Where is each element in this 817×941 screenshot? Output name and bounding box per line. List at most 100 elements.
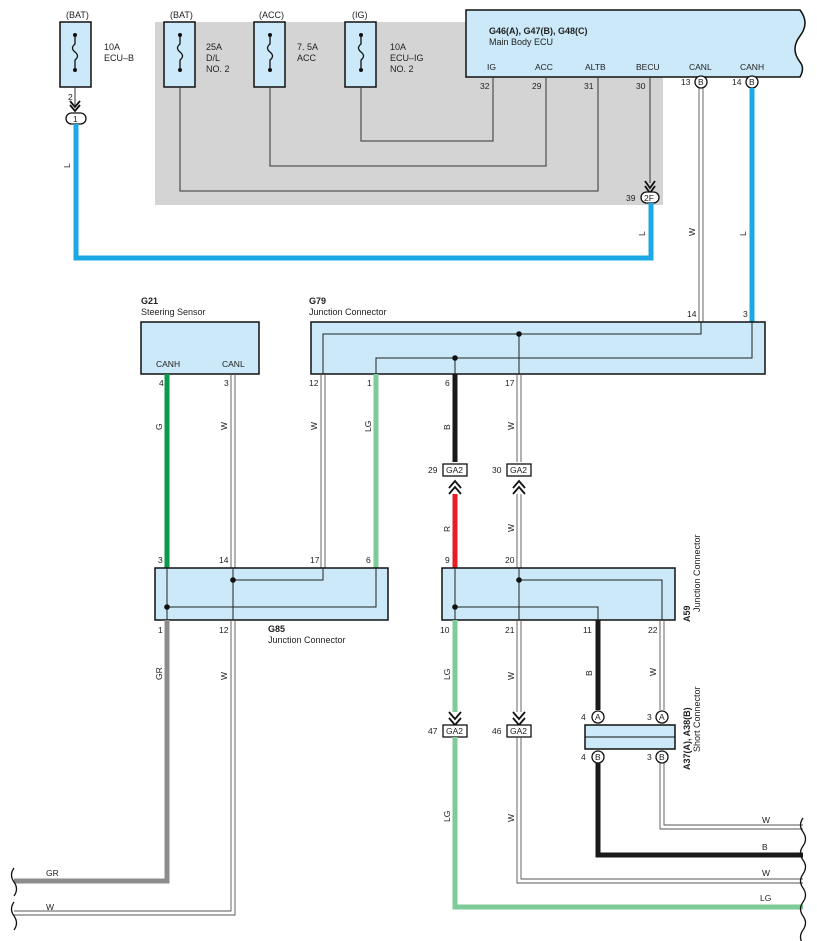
pin-number: 29: [428, 465, 438, 475]
wire-label: L: [62, 163, 72, 168]
exit-label: LG: [760, 893, 771, 903]
pin-number: 12: [219, 625, 229, 635]
component-code: A59: [682, 605, 692, 622]
pin-number: 4: [159, 378, 164, 388]
pin-number: 29: [532, 81, 542, 91]
wire-label: W: [309, 422, 319, 430]
fuse-name: ECU–B: [104, 53, 134, 63]
arrow-icon: [448, 479, 462, 495]
break-marks: [10, 817, 807, 941]
pin-number: 32: [480, 81, 490, 91]
pin-number: 47: [428, 726, 438, 736]
wire-short-b-black: [595, 763, 803, 858]
component-code: G79: [309, 296, 326, 306]
arrow-icon: [448, 711, 462, 727]
component-code: G21: [141, 296, 158, 306]
component-name: Junction Connector: [692, 534, 702, 612]
pin-number: 10: [440, 625, 450, 635]
pin-number: 14: [219, 555, 229, 565]
pin-number: 30: [636, 81, 646, 91]
wire-ga2-30-down: [516, 494, 522, 568]
ecu-terminal-canh: CANH: [740, 62, 764, 72]
wire-short-b-white: [659, 763, 803, 830]
fuse-icon: [71, 35, 79, 70]
wire-label: W: [506, 814, 516, 822]
fuse-name: NO. 2: [390, 64, 414, 74]
pin-number: 20: [505, 555, 515, 565]
wire-ga2-46-down: [516, 737, 803, 884]
wire-label: W: [219, 422, 229, 430]
junction-connector-g85: 3 14 17 6 1 12 G85 Junction Connector: [154, 555, 389, 645]
junction-connector-a59: 9 20 10 21 11 22 A59 Junction Connector: [440, 534, 702, 635]
wire-label: W: [687, 228, 697, 236]
connector-2f-label: 2F: [644, 193, 654, 203]
fuse-acc: (ACC) 7. 5A ACC: [253, 10, 318, 88]
arrow-icon: [69, 100, 81, 113]
wire-label: B: [442, 424, 452, 430]
wire-label: W: [648, 668, 658, 676]
exit-label: GR: [46, 868, 59, 878]
pin-number: 31: [584, 81, 594, 91]
ecu-pin-numbers: 32 29 31 30 13 14: [480, 77, 742, 91]
wire-label: G: [154, 423, 164, 430]
connector-ga2-label: GA2: [446, 726, 463, 736]
pin-number: 3: [224, 378, 229, 388]
connector-ga2-label: GA2: [510, 726, 527, 736]
fuse-rating: 7. 5A: [297, 42, 318, 52]
connector-ga2-29: [442, 463, 468, 477]
wire-label: L: [738, 231, 748, 236]
pin-number: 22: [648, 625, 658, 635]
pin-number: 1: [367, 378, 372, 388]
pin-number: 3: [647, 752, 652, 762]
pin-number: 3: [158, 555, 163, 565]
pin-number: 6: [445, 378, 450, 388]
junction-connector-g79: G79 Junction Connector 14 3 12 1 6 17: [309, 296, 766, 388]
component-code: A37(A), A38(B): [682, 707, 692, 770]
pin-number: 14: [732, 77, 742, 87]
connector-b-label: B: [595, 752, 601, 762]
fuse-rating: 25A: [206, 42, 222, 52]
arrow-icon: [512, 711, 526, 727]
component-name: Short Connector: [692, 686, 702, 752]
connector-ga2-46: [506, 724, 532, 738]
fuse-name: ECU–IG: [390, 53, 424, 63]
pin-number: 3: [647, 712, 652, 722]
terminal-canh: CANH: [156, 359, 180, 369]
connector-ga2-label: GA2: [446, 465, 463, 475]
ecu-terminal-ig: IG: [487, 62, 496, 72]
connector-2f-pin: 39: [626, 193, 636, 203]
fuse-rating: 10A: [390, 42, 406, 52]
pin-number: 46: [492, 726, 502, 736]
fuse-icon: [176, 35, 184, 70]
fuse-source-label: (ACC): [259, 10, 284, 20]
fuse-icon: [357, 35, 365, 70]
exit-label: W: [762, 815, 770, 825]
pin-number: 14: [687, 309, 697, 319]
wire-label: LG: [363, 421, 373, 432]
terminal-canl: CANL: [222, 359, 245, 369]
connector-b-label: B: [749, 77, 755, 87]
wire-label: GR: [154, 667, 164, 680]
pin-number: 21: [505, 625, 515, 635]
wire-label: B: [584, 670, 594, 676]
wire-g85-12: [14, 620, 236, 916]
pin-number: 30: [492, 465, 502, 475]
pin-number: 11: [583, 625, 592, 635]
wire-g79-12: [320, 374, 326, 568]
pin-number: 2: [68, 92, 73, 102]
ecu-terminal-becu: BECU: [636, 62, 660, 72]
connector-1-label: 1: [73, 114, 78, 124]
wire-bat-feed: [73, 124, 654, 261]
wire-canl-ecu: [698, 88, 704, 322]
component-name: Junction Connector: [309, 307, 387, 317]
wire-label: LG: [442, 811, 452, 822]
connector-a-label: A: [659, 712, 665, 722]
connector-b-label: B: [659, 752, 665, 762]
connector-ga2-label: GA2: [510, 465, 527, 475]
ecu-terminal-altb: ALTB: [585, 62, 606, 72]
fuse-feed-wires: [179, 78, 599, 192]
component-code: G85: [268, 624, 285, 634]
exit-label: W: [46, 902, 54, 912]
wire-label: W: [506, 524, 516, 532]
